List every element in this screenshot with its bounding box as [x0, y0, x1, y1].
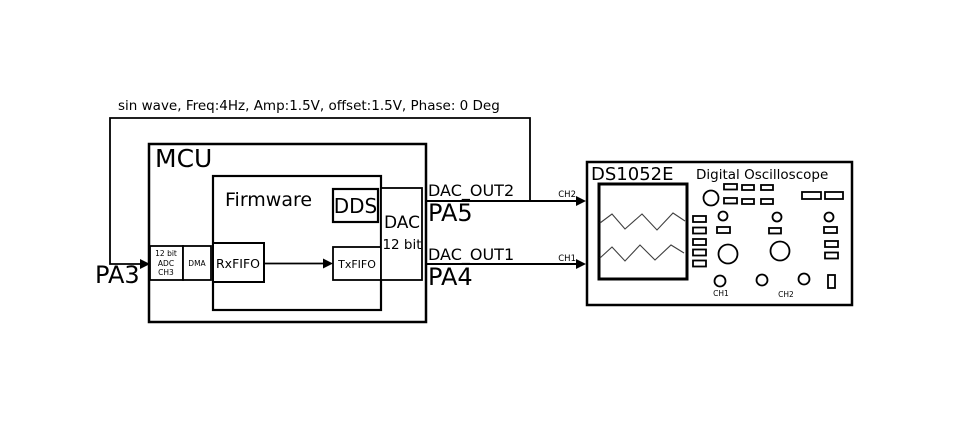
dds-box [331, 187, 380, 224]
screen-menu-button [692, 226, 707, 235]
menu-button [760, 198, 774, 205]
scope-ch2-label: CH2 [778, 290, 794, 299]
rxfifo-box [212, 242, 265, 283]
trigger-button [824, 251, 839, 260]
dac-label-line2: 12 bit [382, 237, 421, 253]
screen-menu-button [692, 248, 707, 257]
menu-button [723, 197, 738, 205]
firmware-title: Firmware [225, 189, 312, 211]
waveform-ch1 [599, 244, 685, 262]
menu-button [741, 198, 755, 205]
vertical-menu-button [716, 226, 731, 234]
adc-label-line1: 12 bit [155, 249, 177, 258]
mcu-title: MCU [155, 144, 212, 173]
dac-box [380, 187, 423, 281]
bnc-ext-connector [755, 273, 769, 287]
volts-div-knob [717, 243, 739, 265]
dma-box [182, 245, 212, 281]
horizontal-menu-button [768, 227, 782, 235]
run-stop-button [801, 191, 822, 200]
screen-menu-button [692, 259, 707, 268]
feedback-wire [109, 117, 531, 265]
fifo-arrowhead-icon [323, 258, 333, 269]
signal-annotation: sin wave, Freq:4Hz, Amp:1.5V, offset:1.5… [118, 98, 500, 114]
pin-pa5-label: PA5 [428, 199, 473, 227]
scope-name-label: Digital Oscilloscope [696, 167, 828, 183]
menu-button [760, 184, 774, 191]
pin-pa3-label: PA3 [95, 261, 140, 289]
waveform-ch2 [599, 212, 686, 231]
dac-out1-label: DAC_OUT1 [428, 245, 514, 265]
trigger-menu-button [823, 226, 838, 234]
time-div-knob [769, 240, 791, 262]
menu-button [723, 183, 738, 191]
scope-model-label: DS1052E [591, 164, 673, 185]
screen-menu-button [692, 238, 707, 246]
probe-comp-tab [827, 274, 836, 289]
ch2-arrowhead-icon [576, 196, 586, 206]
ch1-arrowhead-icon [576, 259, 586, 269]
bnc-ch2-connector [797, 272, 811, 286]
bnc-ch1-connector [713, 274, 727, 288]
trigger-level-knob [823, 211, 835, 223]
vertical-position-knob [717, 210, 729, 222]
multifunction-knob [702, 189, 720, 207]
adc-label-line2: ADC [158, 259, 174, 268]
wire-ch1-label: CH1 [558, 254, 576, 264]
pin-pa4-label: PA4 [428, 263, 473, 291]
screen-menu-button [692, 215, 707, 223]
menu-button [741, 184, 755, 191]
scope-screen [597, 182, 689, 281]
horizontal-position-knob [771, 211, 783, 223]
dma-label: DMA [188, 259, 206, 268]
txfifo-label: TxFIFO [337, 258, 376, 271]
auto-button [824, 191, 844, 200]
wire-ch2-label: CH2 [558, 190, 576, 200]
dac-label-line1: DAC [384, 213, 420, 233]
rxfifo-label: RxFIFO [216, 256, 260, 271]
trigger-button [824, 240, 839, 248]
scope-ch1-label: CH1 [713, 289, 729, 298]
adc-box [149, 245, 184, 281]
dac-out2-label: DAC_OUT2 [428, 181, 514, 201]
adc-label-line3: CH3 [158, 268, 174, 277]
feedback-arrowhead-icon [140, 259, 150, 269]
dds-label: DDS [334, 194, 378, 218]
